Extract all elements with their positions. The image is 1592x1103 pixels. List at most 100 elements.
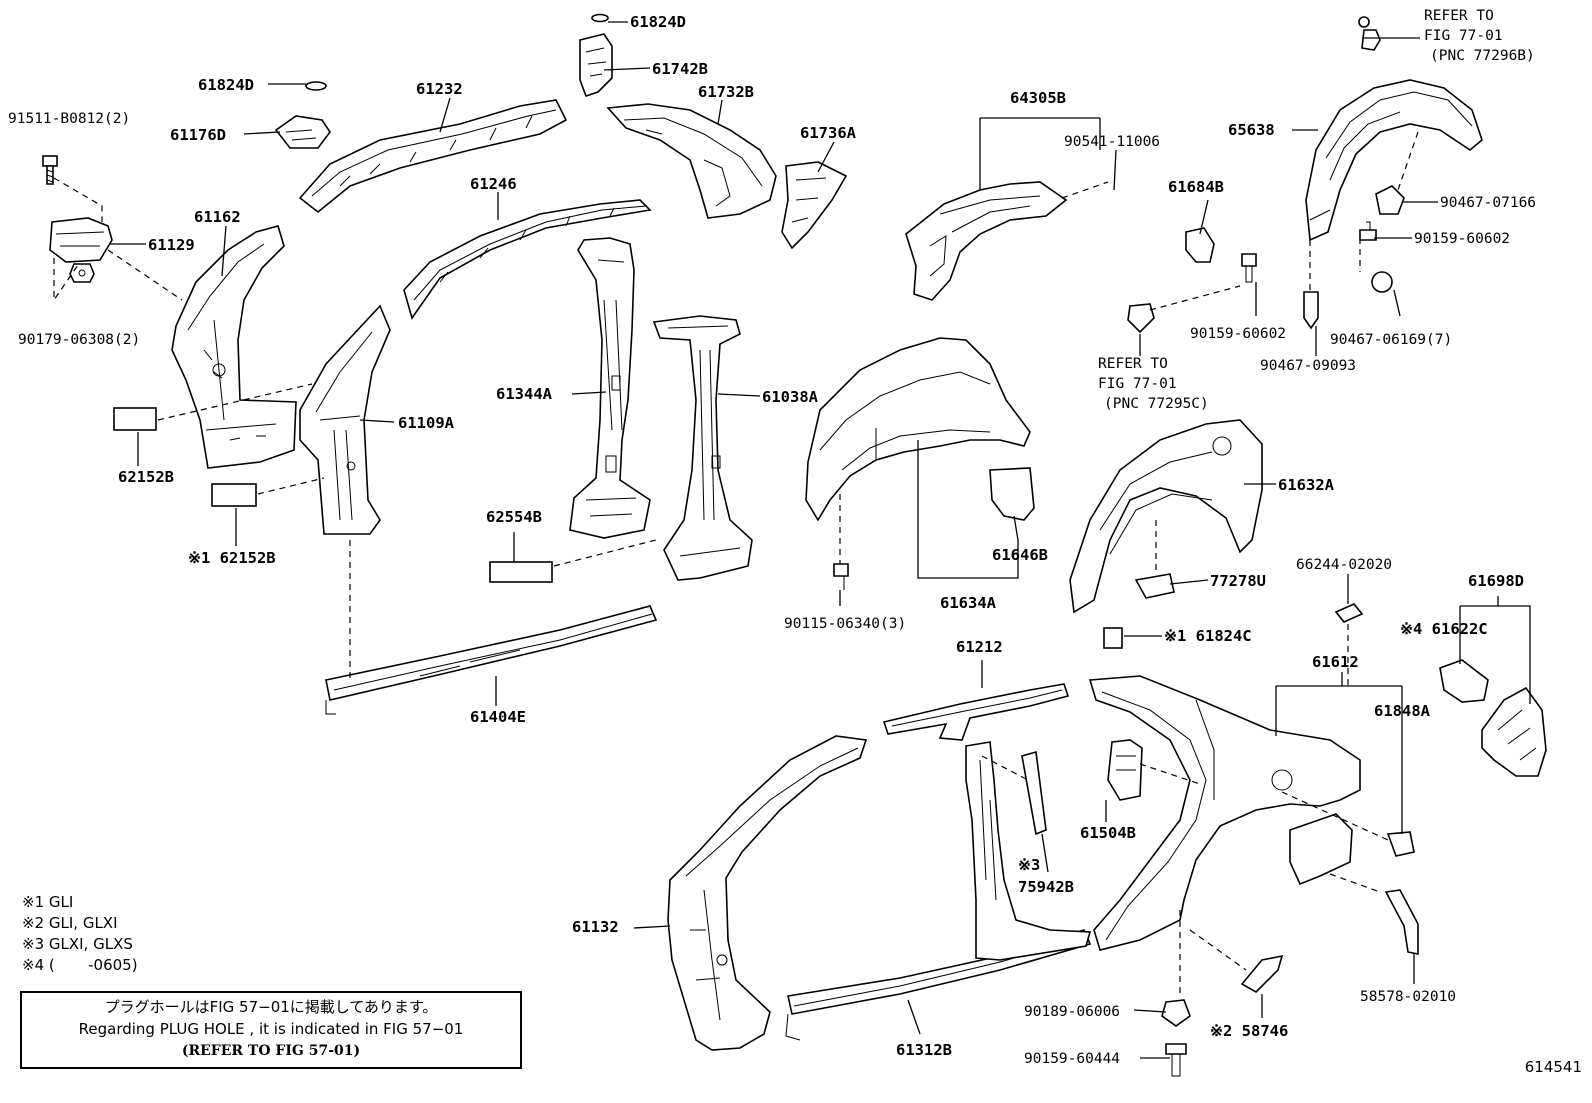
label-61612[interactable]: 61612 [1312, 653, 1359, 671]
part-90159-60602-l-shape [1241, 253, 1257, 283]
part-labels: 61824D 61742B 61824D 61232 61732B 91511-… [8, 13, 1536, 1067]
label-90179[interactable]: 90179-06308(2) [18, 332, 140, 348]
label-61038A[interactable]: 61038A [762, 388, 819, 406]
label-77278U[interactable]: 77278U [1210, 572, 1266, 590]
label-61176D[interactable]: 61176D [170, 126, 226, 144]
leader-lines [110, 21, 1531, 1059]
part-90467-07166-shape [1375, 185, 1405, 215]
refer-top-right: REFER TO FIG 77-01 (PNC 77296B) [1424, 8, 1535, 64]
label-90467-07166[interactable]: 90467-07166 [1440, 195, 1536, 211]
label-61824D-left[interactable]: 61824D [198, 76, 254, 94]
refer-top-line3: (PNC 77296B) [1430, 48, 1535, 64]
part-61344A-shape [569, 237, 651, 539]
part-61698D-shape [1481, 686, 1547, 777]
label-61824C[interactable]: ※1 61824C [1164, 627, 1252, 645]
part-bpillar-outer-shape [965, 741, 1092, 961]
label-90159-60444[interactable]: 90159-60444 [1024, 1051, 1120, 1067]
part-77278U-shape [1134, 573, 1175, 599]
part-61109A-shape [299, 304, 391, 535]
refer-mid-line3: (PNC 77295C) [1104, 396, 1209, 412]
label-90159-60602-r[interactable]: 90159-60602 [1414, 231, 1510, 247]
part-90159-60444-shape [1165, 1043, 1187, 1077]
part-61634A-shape [805, 337, 1031, 522]
refer-top-line1: REFER TO [1424, 8, 1494, 24]
dashed-assembly-lines [53, 131, 1419, 998]
label-61162[interactable]: 61162 [194, 208, 241, 226]
part-61176D-shape [274, 81, 331, 149]
label-75942B[interactable]: 75942B [1018, 878, 1074, 896]
label-61109A[interactable]: 61109A [398, 414, 455, 432]
label-61246[interactable]: 61246 [470, 175, 517, 193]
label-62152B-n1[interactable]: ※1 62152B [188, 549, 276, 567]
label-91511[interactable]: 91511-B0812(2) [8, 111, 130, 127]
label-90159-60602-l[interactable]: 90159-60602 [1190, 326, 1286, 342]
label-61632A[interactable]: 61632A [1278, 476, 1335, 494]
part-fuel-filler-shape [1289, 813, 1353, 886]
label-61742B[interactable]: 61742B [652, 60, 708, 78]
label-61212[interactable]: 61212 [956, 638, 1003, 656]
label-61732B[interactable]: 61732B [698, 83, 754, 101]
part-90189-shape [1161, 999, 1191, 1027]
part-61848A-shape [1386, 831, 1415, 857]
footnote-4: ※4 ( -0605) [22, 956, 138, 974]
label-61232[interactable]: 61232 [416, 80, 463, 98]
label-61646B[interactable]: 61646B [992, 546, 1048, 564]
label-62554B[interactable]: 62554B [486, 508, 542, 526]
label-64305B[interactable]: 64305B [1010, 89, 1066, 107]
label-61622C[interactable]: ※4 61622C [1400, 620, 1488, 638]
part-61212-shape [882, 683, 1070, 741]
label-61736A[interactable]: 61736A [800, 124, 857, 142]
part-90467-06169-shape [1371, 271, 1393, 293]
part-61132-shape [667, 735, 868, 1051]
label-75942B-note: ※3 [1018, 856, 1040, 874]
label-90189[interactable]: 90189-06006 [1024, 1004, 1120, 1020]
part-61732B-shape [606, 103, 777, 219]
part-61129-shape [49, 217, 113, 263]
label-61132[interactable]: 61132 [572, 918, 619, 936]
part-61622C-shape [1439, 659, 1489, 703]
part-61504B-shape [1107, 739, 1143, 801]
label-61129[interactable]: 61129 [148, 236, 195, 254]
part-61404E-shape [325, 605, 658, 715]
part-61736A-shape [781, 161, 848, 250]
label-61344A[interactable]: 61344A [496, 385, 553, 403]
part-61612-shape [1088, 675, 1361, 951]
label-58578[interactable]: 58578-02010 [1360, 989, 1456, 1005]
part-64305B-shape [905, 181, 1068, 301]
footnotes: ※1 GLI ※2 GLI, GLXI ※3 GLXI, GLXS ※4 ( -… [22, 892, 138, 976]
label-65638[interactable]: 65638 [1228, 121, 1275, 139]
label-61504B[interactable]: 61504B [1080, 824, 1136, 842]
part-65638-shape [1305, 79, 1483, 242]
label-61312B[interactable]: 61312B [896, 1041, 952, 1059]
plug-note-refer[interactable]: (REFER TO FIG 57-01) [181, 1043, 361, 1059]
part-91511-shape [42, 155, 58, 185]
label-90467-06169[interactable]: 90467-06169(7) [1330, 332, 1452, 348]
label-61404E[interactable]: 61404E [470, 708, 526, 726]
label-90467-09093[interactable]: 90467-09093 [1260, 358, 1356, 374]
label-61684B[interactable]: 61684B [1168, 178, 1224, 196]
part-refer-clip-top-shape [1358, 16, 1381, 51]
part-61038A-shape [652, 315, 753, 581]
part-62554B-shape [489, 561, 553, 583]
label-61698D[interactable]: 61698D [1468, 572, 1524, 590]
part-61632A-shape [1069, 419, 1263, 614]
part-58746-shape [1240, 954, 1284, 993]
label-61634A[interactable]: 61634A [940, 594, 997, 612]
refer-top-line2[interactable]: FIG 77-01 [1424, 28, 1503, 44]
label-90541[interactable]: 90541-11006 [1064, 134, 1160, 150]
label-62152B[interactable]: 62152B [118, 468, 174, 486]
label-66244[interactable]: 66244-02020 [1296, 557, 1392, 573]
part-62152B-n1-shape [211, 483, 257, 507]
label-61848A[interactable]: 61848A [1374, 702, 1431, 720]
footnote-3: ※3 GLXI, GLXS [22, 935, 133, 953]
part-75942B-shape [1021, 750, 1047, 836]
label-58746[interactable]: ※2 58746 [1210, 1022, 1288, 1040]
footnote-1: ※1 GLI [22, 893, 74, 911]
refer-mid-line1: REFER TO [1098, 356, 1168, 372]
label-61824D-top[interactable]: 61824D [630, 13, 686, 31]
label-90115[interactable]: 90115-06340(3) [784, 616, 906, 632]
refer-mid-line2[interactable]: FIG 77-01 [1098, 376, 1177, 392]
figure-number: 614541 [1524, 1058, 1582, 1076]
